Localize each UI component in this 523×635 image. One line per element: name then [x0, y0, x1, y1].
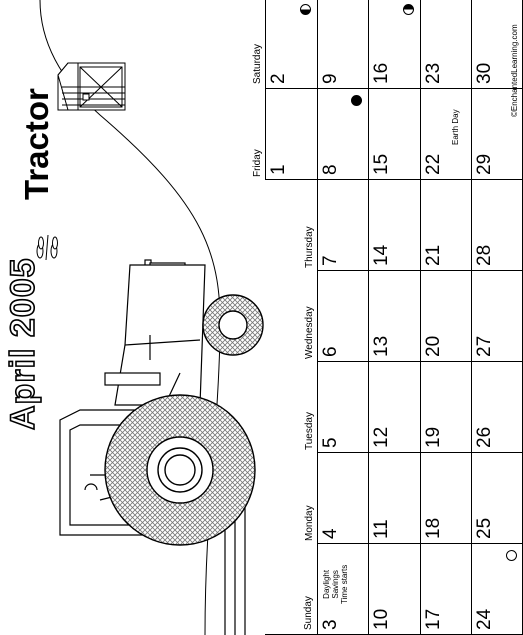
- day-number: 16: [371, 62, 392, 84]
- day-number: 22: [422, 153, 444, 175]
- day-cell: 18: [419, 453, 471, 544]
- weekday-label: Wednesday: [303, 306, 315, 359]
- day-cell: 23: [419, 0, 471, 89]
- moon-phase-icon: [351, 95, 362, 106]
- day-number: 24: [474, 608, 495, 630]
- weekday-label: Friday: [252, 149, 263, 177]
- day-cell: 1 Friday: [252, 89, 317, 180]
- day-cell: 10: [368, 544, 420, 635]
- day-cell: 22 Earth Day: [419, 89, 471, 180]
- day-cell: 4 Monday: [304, 453, 368, 544]
- day-cell: 11: [368, 453, 420, 544]
- day-cell: 9: [316, 0, 368, 89]
- day-cell: 13: [368, 271, 420, 362]
- day-cell: 26: [471, 362, 523, 453]
- moon-phase-icon: [505, 550, 517, 561]
- day-cell: 14: [368, 180, 420, 271]
- day-number: 29: [474, 153, 495, 175]
- day-cell: 5 Tuesday: [304, 362, 368, 453]
- day-number: 5: [319, 437, 341, 448]
- day-cell: 27: [471, 271, 523, 362]
- day-number: 10: [371, 608, 392, 630]
- day-cell: 7 Thursday: [304, 180, 368, 271]
- day-cell: 24: [471, 544, 523, 635]
- day-number: 12: [371, 426, 392, 448]
- day-number: 9: [319, 73, 341, 84]
- day-cell: 21: [419, 180, 471, 271]
- day-number: 21: [422, 244, 444, 266]
- day-number: 8: [319, 164, 341, 175]
- weekday-label: Tuesday: [303, 412, 315, 450]
- day-number: 27: [474, 335, 495, 357]
- day-number: 26: [474, 426, 495, 448]
- day-number: 3: [319, 619, 341, 630]
- day-number: 17: [422, 608, 444, 630]
- day-number: 19: [422, 426, 444, 448]
- day-number: 30: [474, 62, 495, 84]
- moon-phase-icon: [402, 4, 414, 15]
- day-cell: 15: [368, 89, 420, 180]
- month-title: April 2005: [3, 257, 43, 431]
- day-cell: 29: [471, 89, 523, 180]
- day-cell: 20: [419, 271, 471, 362]
- weekday-label: Saturday: [252, 43, 263, 84]
- earth-day-note: Earth Day: [450, 109, 460, 145]
- day-cell: 12: [368, 362, 420, 453]
- weekday-label: Thursday: [303, 226, 315, 268]
- day-cell: 16: [368, 0, 420, 89]
- weekday-label: Sunday: [302, 596, 314, 630]
- day-number: 20: [422, 335, 444, 357]
- day-number: 23: [422, 62, 444, 84]
- day-number: 14: [371, 244, 392, 266]
- dragonfly-drawing: [36, 234, 58, 261]
- day-number: 7: [319, 255, 341, 266]
- day-cell: 6 Wednesday: [304, 271, 368, 362]
- day-cell: 19: [419, 362, 471, 453]
- weekday-label: Monday: [303, 505, 315, 541]
- tractor-illustration: [36, 0, 264, 635]
- rear-wheel: [104, 394, 256, 546]
- barn-drawing: [57, 62, 126, 111]
- day-cell: 17: [419, 544, 471, 635]
- day-cell: 8: [316, 89, 368, 180]
- day-cell: 30: [471, 0, 523, 89]
- day-cell: 25: [471, 453, 523, 544]
- day-number: 28: [474, 244, 495, 266]
- day-cell: 28: [471, 180, 523, 271]
- day-number: 25: [474, 517, 495, 539]
- moon-phase-icon: [299, 4, 311, 15]
- day-number: 1: [268, 164, 289, 175]
- day-number: 4: [319, 528, 341, 539]
- theme-title: Tractor: [18, 88, 55, 200]
- front-wheel: [202, 294, 264, 356]
- day-cell: 2 Saturday: [252, 0, 317, 89]
- day-number: 11: [371, 519, 392, 539]
- day-number: 15: [371, 153, 392, 175]
- day-number: 6: [319, 346, 341, 357]
- day-number: 13: [371, 335, 392, 357]
- day-number: 2: [268, 73, 289, 84]
- day-number: 18: [422, 517, 444, 539]
